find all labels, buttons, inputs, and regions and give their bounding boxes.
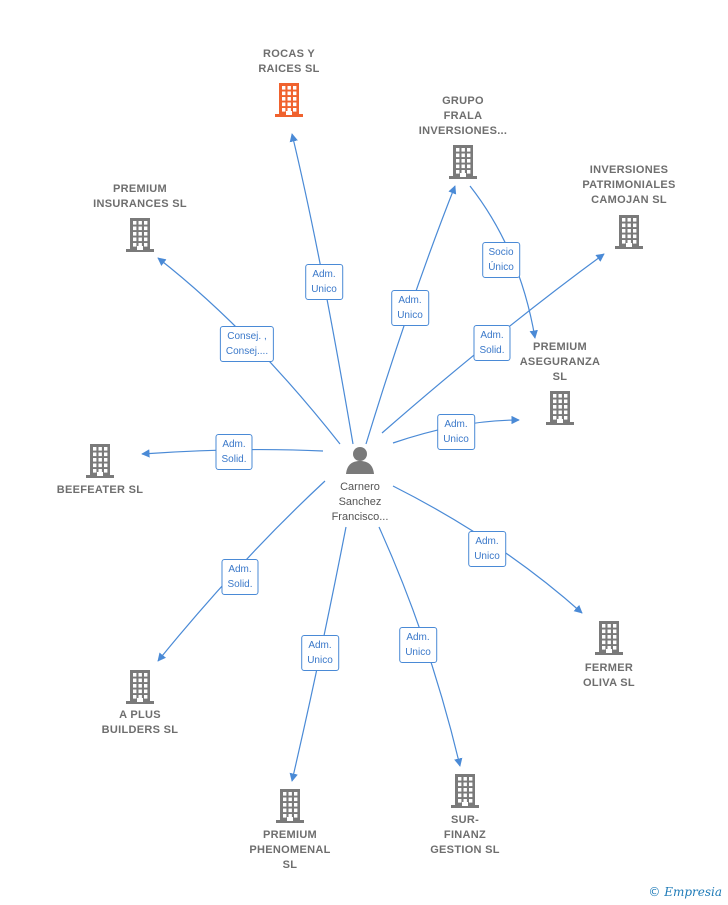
person-name-line: Carnero (340, 481, 380, 493)
company-name-line: A PLUS (119, 709, 161, 721)
company-name-line: CAMOJAN SL (591, 194, 667, 206)
edge-label-line: Único (488, 262, 514, 273)
company-name[interactable]: PREMIUM PHENOMENAL SL (249, 828, 330, 873)
building-icon (449, 145, 477, 179)
building-icon-wrap[interactable] (450, 773, 480, 814)
edge-label-rocas[interactable]: Adm. Unico (305, 264, 343, 300)
edge-label-insurances[interactable]: Consej. , Consej.... (219, 326, 275, 362)
brand-text: Empresia (664, 885, 722, 899)
edge-label-beefeater[interactable]: Adm. Solid. (215, 434, 253, 470)
building-icon (126, 670, 154, 704)
person-name-line: Francisco... (331, 511, 389, 523)
edge-label-line: Socio (488, 247, 514, 258)
edge-label-frala[interactable]: Adm. Unico (391, 290, 429, 326)
edge-label-line: Adm. (480, 330, 504, 341)
company-name[interactable]: GRUPO FRALA INVERSIONES... (419, 94, 508, 139)
building-icon-wrap[interactable] (275, 788, 305, 829)
company-name-line: RAICES SL (258, 63, 320, 75)
edge-label-line: Adm. (312, 269, 336, 280)
edge-label-aplus[interactable]: Adm. Solid. (221, 559, 259, 595)
person-icon[interactable] (344, 444, 376, 476)
building-icon-wrap[interactable] (614, 214, 644, 255)
company-name[interactable]: PREMIUM INSURANCES SL (93, 182, 187, 212)
edge-label-line: Consej. , (227, 331, 267, 342)
company-name-line: PHENOMENAL (249, 844, 331, 856)
company-name-line: PATRIMONIALES (582, 179, 676, 191)
company-name[interactable]: A PLUS BUILDERS SL (102, 708, 179, 738)
edge-label-line: Adm. (398, 295, 422, 306)
company-name-line: BEEFEATER SL (56, 484, 144, 496)
copyright-icon: © (648, 885, 661, 899)
company-name-line: GRUPO (442, 95, 484, 107)
company-name-line: INSURANCES SL (93, 198, 187, 210)
edge-label-camojan[interactable]: Adm. Solid. (473, 325, 511, 361)
company-name-line: SL (552, 371, 568, 383)
edge-label-line: Unico (311, 284, 337, 295)
building-icon-wrap[interactable] (594, 620, 624, 661)
company-name[interactable]: ROCAS Y RAICES SL (258, 47, 319, 77)
edge-label-fermer[interactable]: Adm. Unico (468, 531, 506, 567)
building-icon (546, 391, 574, 425)
company-name[interactable]: PREMIUM ASEGURANZA SL (520, 340, 601, 385)
edge-label-line: Unico (405, 647, 431, 658)
edge-label-line: Solid. (479, 345, 505, 356)
company-name-line: BUILDERS SL (101, 724, 179, 736)
building-icon (451, 774, 479, 808)
building-icon-wrap[interactable] (125, 217, 155, 258)
building-icon (615, 215, 643, 249)
edge-label-line: Adm. (406, 632, 430, 643)
edge-label-line: Adm. (308, 640, 332, 651)
building-icon-wrap[interactable] (545, 390, 575, 431)
edge-label-line: Adm. (222, 439, 246, 450)
company-name-line: INVERSIONES (589, 164, 669, 176)
company-name-line: FRALA (443, 110, 483, 122)
company-name-line: GESTION SL (430, 844, 500, 856)
brand-logo[interactable]: © Empresia (648, 885, 722, 899)
company-name-line: PREMIUM (112, 183, 168, 195)
company-name-line: FERMER (584, 662, 634, 674)
building-icon (126, 218, 154, 252)
edge-label-line: Unico (397, 310, 423, 321)
building-icon (276, 789, 304, 823)
edge-label-surfinanz[interactable]: Adm. Unico (399, 627, 437, 663)
company-name-line: INVERSIONES... (418, 125, 508, 137)
company-name-line: ASEGURANZA (519, 356, 601, 368)
edge-label-line: Unico (474, 551, 500, 562)
company-name-line: OLIVA SL (583, 677, 635, 689)
edge-label-aseguranza[interactable]: Adm. Unico (437, 414, 475, 450)
company-name-line: FINANZ (443, 829, 487, 841)
company-name[interactable]: BEEFEATER SL (57, 483, 144, 498)
edge-label-line: Consej.... (225, 346, 269, 357)
building-icon-wrap[interactable] (448, 144, 478, 185)
edge-label-line: Adm. (444, 419, 468, 430)
company-name[interactable]: SUR- FINANZ GESTION SL (430, 813, 500, 858)
edge-label-line: Unico (307, 655, 333, 666)
person-name-line: Sanchez (338, 496, 382, 508)
edge-label-line: Solid. (227, 579, 253, 590)
company-name-line: PREMIUM (262, 829, 318, 841)
building-icon (275, 83, 303, 117)
company-name[interactable]: INVERSIONES PATRIMONIALES CAMOJAN SL (582, 163, 675, 208)
building-icon-wrap[interactable] (125, 669, 155, 710)
edge-label-line: Solid. (221, 454, 247, 465)
company-name-line: SUR- (450, 814, 480, 826)
company-name-line: PREMIUM (532, 341, 588, 353)
edge-label-line: Adm. (228, 564, 252, 575)
company-name-line: ROCAS Y (262, 48, 316, 60)
building-icon-wrap[interactable] (85, 443, 115, 484)
company-name[interactable]: FERMER OLIVA SL (583, 661, 635, 691)
edge-label-line: Adm. (475, 536, 499, 547)
company-name-line: SL (282, 859, 298, 871)
edge-label-phenomenal[interactable]: Adm. Unico (301, 635, 339, 671)
building-icon (595, 621, 623, 655)
building-icon-wrap[interactable] (274, 82, 304, 123)
edge-label-line: Unico (443, 434, 469, 445)
building-icon (86, 444, 114, 478)
